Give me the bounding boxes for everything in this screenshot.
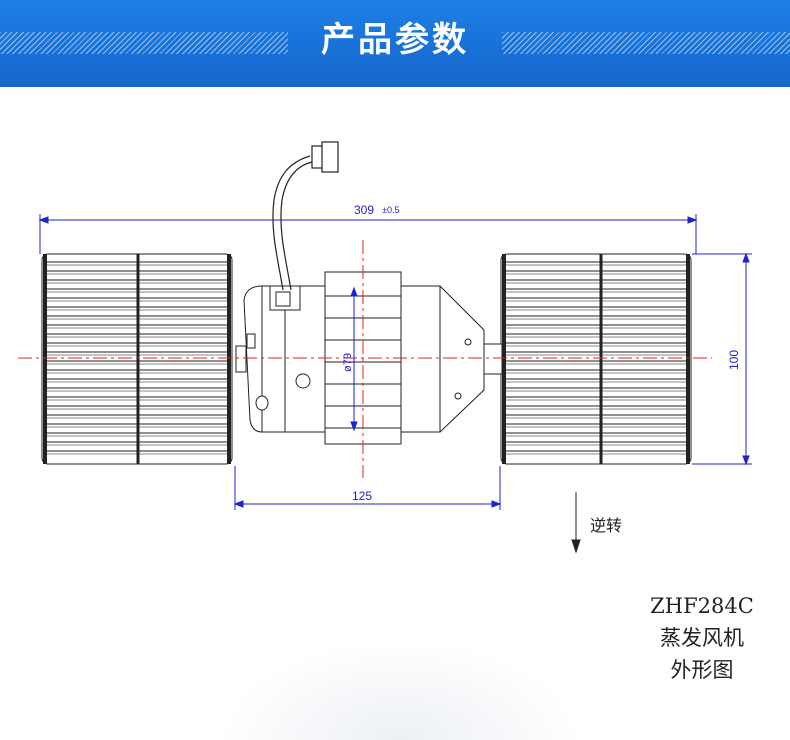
header-banner: 产品参数: [0, 0, 790, 87]
page-title: 产品参数: [321, 20, 469, 60]
drawing-caption: ZHF284C 蒸发风机 外形图: [632, 590, 772, 686]
left-blower-wheel: [41, 253, 233, 465]
header-hatch-left: [0, 32, 288, 54]
dimension-lines: [38, 214, 752, 510]
overall-length-label: 309: [354, 203, 374, 217]
rotation-arrow: [571, 492, 581, 554]
overall-tolerance-label: ±0.5: [382, 205, 399, 215]
dimension-labels: 309 ±0.5 125 100 ø79: [342, 203, 741, 503]
wheel-diameter-label: 100: [727, 350, 741, 370]
motor-diameter-label: ø79: [342, 353, 354, 372]
center-distance-label: 125: [352, 489, 372, 503]
caption-drawing-type: 外形图: [670, 658, 734, 682]
centerlines: [18, 240, 712, 478]
model-number: ZHF284C: [650, 594, 754, 618]
right-blower-wheel: [500, 253, 692, 465]
wire-harness: [272, 141, 339, 291]
header-hatch-right: [502, 32, 790, 54]
background-glow: [220, 640, 580, 740]
caption-product-name: 蒸发风机: [660, 626, 744, 650]
rotation-direction-label: 逆转: [590, 516, 623, 535]
